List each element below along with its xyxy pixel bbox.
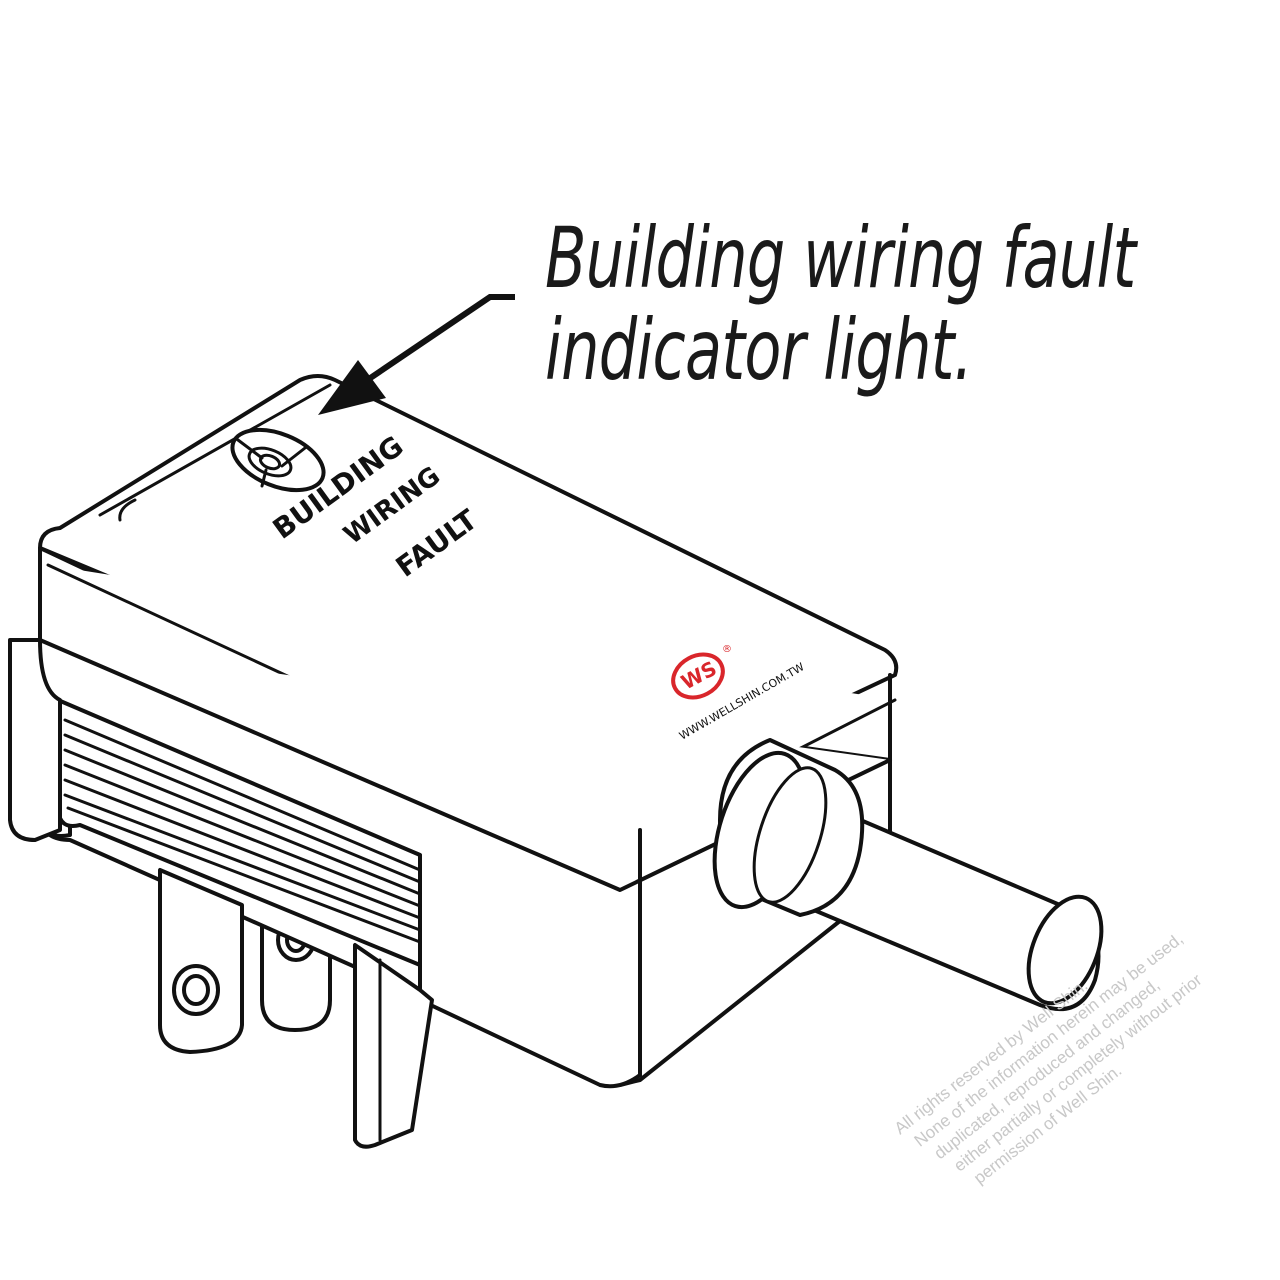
callout-arrow <box>318 294 515 415</box>
callout-caption: Building wiring fault indicator light. <box>545 209 1136 399</box>
grip-panel <box>56 698 422 967</box>
brand-logo: WS ® <box>671 644 732 700</box>
plug-body-side-left <box>8 638 62 842</box>
callout-line-2: indicator light. <box>545 301 973 399</box>
power-cord <box>712 738 1104 1011</box>
callout-line-1: Building wiring fault <box>545 209 1136 307</box>
neutral-prong <box>353 943 434 1149</box>
registered-mark: ® <box>722 644 732 655</box>
line-prong <box>158 868 244 1054</box>
fault-indicator-light <box>230 427 326 493</box>
